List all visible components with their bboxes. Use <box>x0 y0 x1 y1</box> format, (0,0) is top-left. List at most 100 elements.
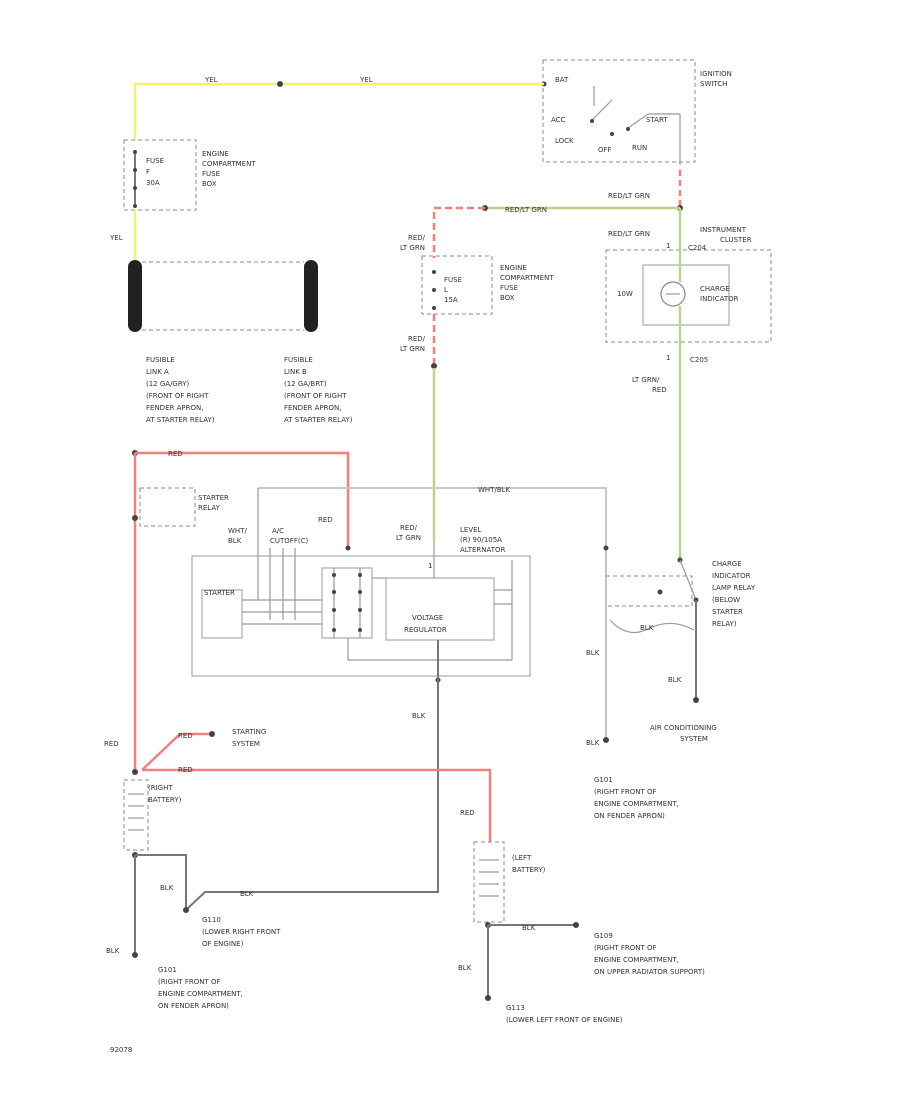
fuse-box-2-label-3: FUSE <box>500 284 518 292</box>
flb-1: LINK B <box>284 368 307 376</box>
fla-2: (12 GA/GRY) <box>146 380 190 388</box>
relay-label-0: CHARGE <box>712 560 742 568</box>
starter-relay: STARTER RELAY WHT/ BLK A/C CUTOFF(C) <box>139 487 308 545</box>
starter-relay-label-1: STARTER <box>198 494 229 502</box>
left-battery-label-2: BATTERY) <box>512 866 546 874</box>
g101l-3: ON FENDER APRON) <box>158 1002 229 1010</box>
fuse-2-amps: 15A <box>444 296 458 304</box>
fla-3: (FRONT OF RIGHT <box>146 392 209 400</box>
ignition-acc-label: ACC <box>551 116 566 124</box>
alternator-label-3: ALTERNATOR <box>460 546 506 554</box>
wire-label-redlt-top2: RED/LT GRN <box>505 206 547 214</box>
g110-1: (LOWER RIGHT FRONT <box>202 928 281 936</box>
fuse-box-2-label-1: ENGINE <box>500 264 527 272</box>
g101-right-label: G101 (RIGHT FRONT OF ENGINE COMPARTMENT,… <box>594 776 679 820</box>
fuse-1-amps: 30A <box>146 179 160 187</box>
fuse-box-2-label-2: COMPARTMENT <box>500 274 554 282</box>
fusible-link-b-label: FUSIBLE LINK B (12 GA/BRT) (FRONT OF RIG… <box>284 356 353 424</box>
ignition-switch-label-2: SWITCH <box>700 80 727 88</box>
wire-label-blk-rb-2: BLK <box>240 890 254 898</box>
charge-indicator-lamp-relay: BLK BLK BLK CHARGE INDICATOR LAMP RELAY … <box>586 545 756 747</box>
g101l-0: G101 <box>158 966 177 974</box>
left-battery-label-1: (LEFT <box>512 854 532 862</box>
fuse-1-label: FUSE <box>146 157 164 165</box>
g101r-2: ENGINE COMPARTMENT, <box>594 800 679 808</box>
g113-0: G113 <box>506 1004 525 1012</box>
ignition-bat-label: BAT <box>555 76 569 84</box>
wire-label-red-lt-1a: RED/ <box>408 234 426 242</box>
wire-label-blk-rb-3: BLK <box>106 947 120 955</box>
g110-2: OF ENGINE) <box>202 940 244 948</box>
alternator-pin: 1 <box>428 562 432 570</box>
ac-cutoff-label-1: A/C <box>272 527 284 535</box>
ignition-start-label: START <box>646 116 668 124</box>
cluster-c205: C205 <box>690 356 708 364</box>
voltage-regulator-label-2: REGULATOR <box>404 626 447 634</box>
wire-label-red-left: RED <box>104 740 119 748</box>
starter-relay-label-2: RELAY <box>198 504 221 512</box>
g101l-2: ENGINE COMPARTMENT, <box>158 990 243 998</box>
ac-cutoff-label-2: CUTOFF(C) <box>270 537 308 545</box>
starting-system-label-2: SYSTEM <box>232 740 260 748</box>
ac-system-label-1: AIR CONDITIONING <box>650 724 717 732</box>
wire-label-wht-blk-top: WHT/BLK <box>478 486 511 494</box>
flb-5: AT STARTER RELAY) <box>284 416 353 424</box>
flb-4: FENDER APRON, <box>284 404 341 412</box>
wire-label-yel-2: YEL <box>359 76 373 84</box>
wire-label-blk-lb-1: BLK <box>522 924 536 932</box>
g101r-0: G101 <box>594 776 613 784</box>
wire-label-yel-1: YEL <box>204 76 218 84</box>
voltage-regulator-ground: BLK <box>185 640 441 911</box>
flb-3: (FRONT OF RIGHT <box>284 392 347 400</box>
wire-label-yel-left: YEL <box>109 234 123 242</box>
g101r-3: ON FENDER APRON) <box>594 812 665 820</box>
diagram-code: 92078 <box>110 1046 132 1054</box>
bulb-wattage: 10W <box>617 290 633 298</box>
wire-label-blk-rb-1: BLK <box>160 884 174 892</box>
charge-indicator-label-1: CHARGE <box>700 285 730 293</box>
wire-label-blk-g101: BLK <box>586 739 600 747</box>
wire-label-blk-vr: BLK <box>412 712 426 720</box>
wire-label-red-start: RED <box>178 732 193 740</box>
starter-relay-wht: WHT/ <box>228 527 247 535</box>
ignition-lock-label: LOCK <box>555 137 574 145</box>
flb-0: FUSIBLE <box>284 356 313 364</box>
g101r-1: (RIGHT FRONT OF <box>594 788 657 796</box>
engine-fuse-box-1: FUSE F 30A ENGINE COMPARTMENT FUSE BOX <box>123 139 256 211</box>
g109-3: ON UPPER RADIATOR SUPPORT) <box>594 968 705 976</box>
g101-left-label: G101 (RIGHT FRONT OF ENGINE COMPARTMENT,… <box>158 966 243 1010</box>
g109-2: ENGINE COMPARTMENT, <box>594 956 679 964</box>
g109-label: G109 (RIGHT FRONT OF ENGINE COMPARTMENT,… <box>594 932 705 976</box>
right-battery-label-2: BATTERY) <box>148 796 182 804</box>
cluster-label-1: INSTRUMENT <box>700 226 747 234</box>
relay-label-4: STARTER <box>712 608 743 616</box>
fla-4: FENDER APRON, <box>146 404 203 412</box>
fuse-box-2-label-4: BOX <box>500 294 515 302</box>
cluster-c204: C204 <box>688 244 707 252</box>
wire-label-red-relay: RED <box>318 516 333 524</box>
right-battery: (RIGHT BATTERY) BLK BLK BLK <box>106 779 254 958</box>
left-battery: (LEFT BATTERY) BLK BLK <box>458 841 579 1001</box>
fuse-2-label: FUSE <box>444 276 462 284</box>
relay-label-1: INDICATOR <box>712 572 751 580</box>
wire-label-red-lbatt: RED <box>460 809 475 817</box>
starter-relay-blk: BLK <box>228 537 242 545</box>
engine-fuse-box-2: FUSE L 15A ENGINE COMPARTMENT FUSE BOX <box>421 255 554 315</box>
alternator-assembly: STARTER VOLTAGE REGULATOR LEVEL (R) 90/1… <box>191 488 531 677</box>
g110-label: G110 (LOWER RIGHT FRONT OF ENGINE) <box>202 916 281 948</box>
g109-1: (RIGHT FRONT OF <box>594 944 657 952</box>
wire-label-red-lt-alt-a: RED/ <box>400 524 418 532</box>
ignition-off-label: OFF <box>598 146 612 154</box>
instrument-cluster: INSTRUMENT CLUSTER C204 1 10W CHARGE IND… <box>605 208 772 394</box>
g113-1: (LOWER LEFT FRONT OF ENGINE) <box>506 1016 623 1024</box>
charge-indicator-label-2: INDICATOR <box>700 295 739 303</box>
g110-0: G110 <box>202 916 221 924</box>
voltage-regulator-label-1: VOLTAGE <box>412 614 443 622</box>
fusible-link-a-label: FUSIBLE LINK A (12 GA/GRY) (FRONT OF RIG… <box>146 356 215 424</box>
wire-label-lt-red-a: LT GRN/ <box>632 376 660 384</box>
wire-label-redlt-top: RED/LT GRN <box>608 192 650 200</box>
g101l-1: (RIGHT FRONT OF <box>158 978 221 986</box>
wire-label-blk-ac: BLK <box>668 676 682 684</box>
wire-label-red-lt-2b: LT GRN <box>400 345 425 353</box>
